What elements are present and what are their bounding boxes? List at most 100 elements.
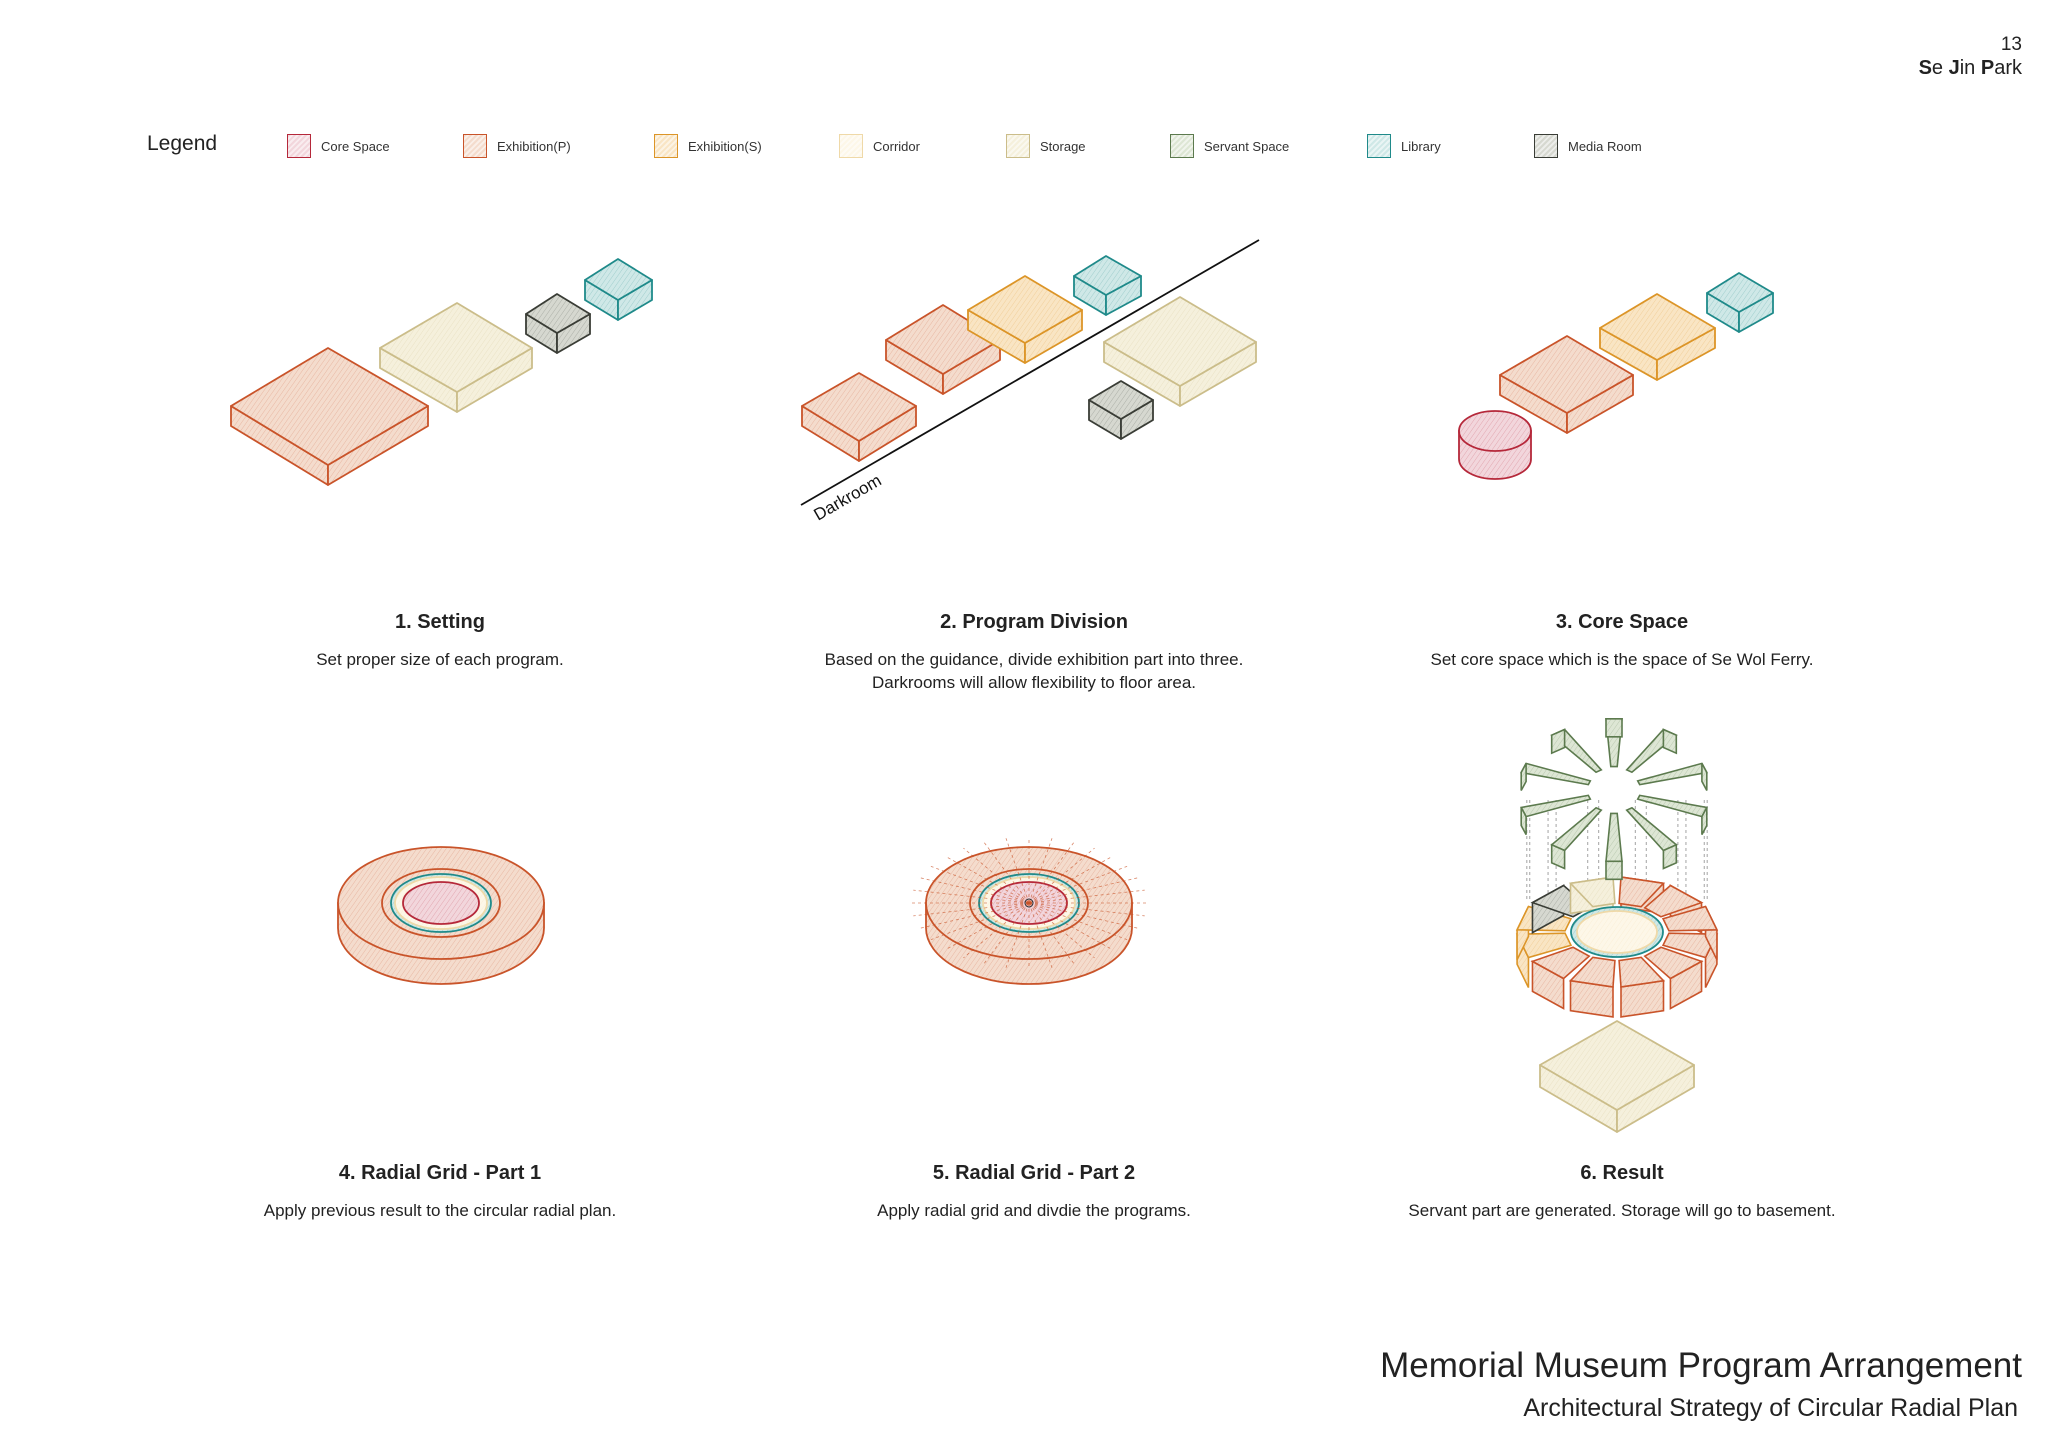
legend-swatch	[287, 134, 311, 158]
library-block	[1706, 272, 1774, 333]
center-point	[1024, 898, 1034, 908]
description-line: Servant part are generated. Storage will…	[1408, 1201, 1836, 1220]
box-top-face	[1499, 335, 1634, 414]
servant-space-fin-face	[1520, 763, 1527, 791]
step-description: Set proper size of each program.	[140, 648, 740, 671]
core-space-ring	[402, 881, 480, 925]
radial-grid-line	[1028, 841, 1075, 904]
box-top-face	[1088, 380, 1154, 420]
box-top-face	[1103, 296, 1257, 387]
step-description: Apply previous result to the circular ra…	[140, 1199, 740, 1222]
segment-top	[1643, 946, 1704, 980]
author-name-part: e	[1931, 57, 1949, 79]
description-line: Set core space which is the space of Se …	[1430, 650, 1814, 669]
library-block	[584, 258, 653, 321]
step-6-caption: 6. Result Servant part are generated. St…	[1322, 1162, 1922, 1222]
servant-space-fin-face	[1701, 807, 1708, 835]
ring-segment	[1643, 946, 1704, 1010]
legend-swatch	[839, 134, 863, 158]
servant-space-fin	[1636, 794, 1709, 818]
step-title: 2. Program Division	[940, 611, 1128, 633]
radial-grid-line	[983, 841, 1030, 904]
legend-label: Core Space	[321, 138, 390, 154]
box-top-face	[801, 372, 917, 442]
media-room-block	[525, 293, 591, 354]
result-diagram	[1515, 717, 1719, 1018]
box-top-face	[584, 258, 653, 301]
description-line: Darkrooms will allow flexibility to floo…	[871, 673, 1197, 692]
box-top-face	[230, 347, 429, 466]
segment-top	[1618, 956, 1666, 988]
radial-grid-line	[983, 902, 1030, 965]
description-line: Based on the guidance, divide exhibition…	[824, 650, 1244, 669]
media-room-block	[1088, 380, 1154, 440]
radial-grid-line	[919, 902, 1030, 929]
step-2-caption: 2. Program Division Based on the guidanc…	[734, 611, 1334, 694]
basement-storage-block	[1539, 1020, 1695, 1133]
storage-block	[1103, 296, 1257, 407]
sheet-title: Memorial Museum Program Arrangement	[1380, 1346, 2022, 1385]
legend-item: Media Room	[1534, 132, 1642, 160]
legend-item: Exhibition(P)	[463, 132, 571, 160]
legend-item: Storage	[1006, 132, 1086, 160]
legend: Legend Core Space Exhibition(P) Exhibition…	[147, 128, 1747, 164]
radial-grid-line	[1028, 902, 1113, 951]
radial-grid-line	[913, 902, 1030, 917]
servant-space-fin-face	[1662, 843, 1678, 870]
legend-item: Corridor	[839, 132, 920, 160]
ring-segment	[1530, 946, 1591, 1010]
page-number: 13	[2000, 34, 2022, 55]
radial-grid-line	[1028, 855, 1113, 904]
radial-grid-line	[1028, 902, 1075, 965]
servant-space-fin-face	[1520, 807, 1527, 835]
step-4-caption: 4. Radial Grid - Part 1 Apply previous r…	[140, 1162, 740, 1222]
legend-item: Library	[1367, 132, 1441, 160]
radial-grid-line	[1028, 902, 1139, 929]
legend-swatch	[463, 134, 487, 158]
servant-space-fin-face	[1605, 717, 1623, 738]
box-top-face	[1706, 272, 1774, 313]
radial-grid-line	[1028, 877, 1139, 904]
segment-top	[1530, 946, 1591, 980]
radial-grid-line	[963, 902, 1030, 959]
exhibition-p-block-a	[801, 372, 917, 462]
step-1-caption: 1. Setting Set proper size of each progr…	[140, 611, 740, 671]
exhibition-s-block	[967, 275, 1083, 364]
ring-segment	[1568, 956, 1616, 1018]
servant-space-fin	[1519, 762, 1592, 786]
description-line: Apply previous result to the circular ra…	[263, 1201, 617, 1220]
legend-swatch	[1367, 134, 1391, 158]
radial-grid-line	[913, 889, 1030, 904]
author-name-part: in	[1959, 57, 1981, 79]
step-5-caption: 5. Radial Grid - Part 2 Apply radial gri…	[734, 1162, 1334, 1222]
legend-item: Exhibition(S)	[654, 132, 762, 160]
step-description: Servant part are generated. Storage will…	[1322, 1199, 1922, 1222]
segment-top	[1661, 932, 1719, 959]
core-space-cylinder	[1458, 410, 1532, 480]
step-title: 5. Radial Grid - Part 2	[932, 1162, 1136, 1184]
exhibition-p-block	[230, 347, 429, 486]
storage-block	[379, 302, 533, 413]
radial-plan-part-1	[337, 846, 545, 985]
segment-top	[1568, 956, 1616, 988]
corridor-ring	[1576, 910, 1658, 954]
box-top-face	[1539, 1020, 1695, 1111]
servant-space-fin	[1625, 806, 1678, 852]
sheet-subtitle: Architectural Strategy of Circular Radia…	[1523, 1394, 2018, 1422]
servant-space-fin-face	[1662, 728, 1678, 755]
radial-grid-line	[919, 877, 1030, 904]
step-title: 1. Setting	[394, 611, 485, 633]
description-line: Set proper size of each program.	[316, 650, 564, 669]
box-top-face	[525, 293, 591, 334]
library-block	[1073, 255, 1142, 316]
legend-item: Servant Space	[1170, 132, 1289, 160]
legend-swatch	[654, 134, 678, 158]
step-title: 4. Radial Grid - Part 1	[338, 1162, 542, 1184]
exhibition-p-block-b	[885, 304, 1001, 395]
legend-item: Core Space	[287, 132, 390, 160]
legend-title: Legend	[147, 132, 218, 155]
legend-label: Media Room	[1568, 138, 1642, 154]
legend-swatch	[1534, 134, 1558, 158]
legend-label: Corridor	[873, 138, 920, 154]
